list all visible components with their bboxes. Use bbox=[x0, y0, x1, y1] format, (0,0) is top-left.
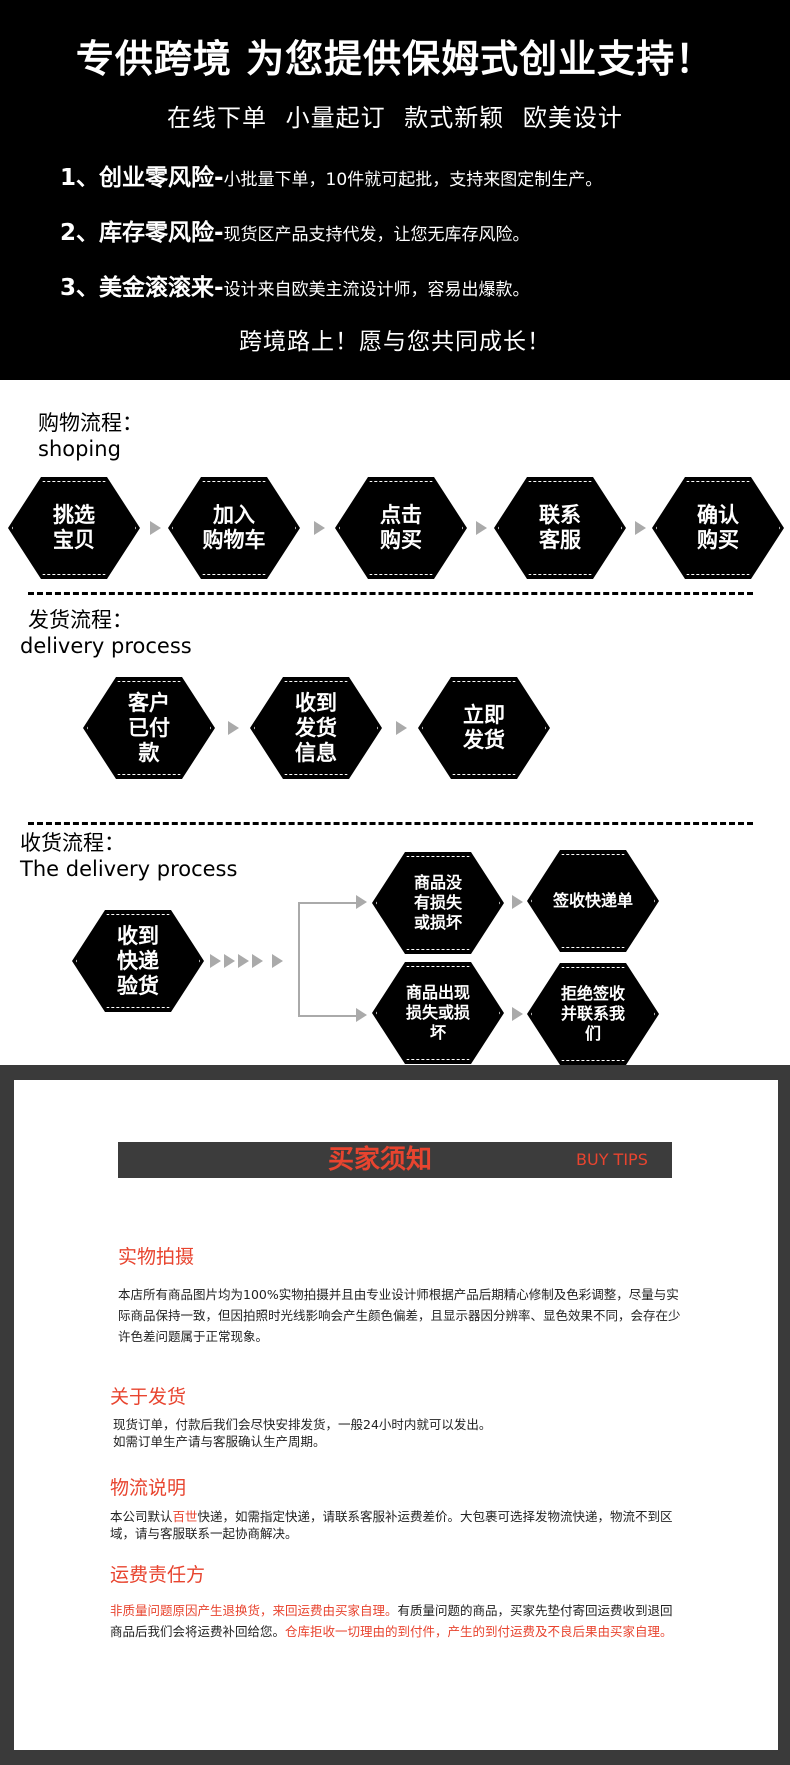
tips-title-bar: 买家须知 BUY TIPS bbox=[118, 1142, 672, 1178]
tips-heading-freight: 运费责任方 bbox=[110, 1564, 206, 1586]
connector-line bbox=[298, 902, 360, 904]
step-label: 加入 购物车 bbox=[202, 503, 266, 552]
shopping-step-4: 联系 客服 bbox=[494, 477, 626, 579]
branch-bad-step: 商品出现 损失或损 坏 bbox=[372, 962, 504, 1064]
item-heading: 库存零风险- bbox=[99, 220, 224, 246]
tips-heading-photo: 实物拍摄 bbox=[118, 1246, 195, 1268]
shopping-step-5: 确认 购买 bbox=[652, 477, 784, 579]
hero-footer: 跨境路上！愿与您共同成长！ bbox=[239, 329, 551, 355]
branch-ok-result: 签收快递单 bbox=[527, 850, 659, 952]
arrow-icon bbox=[314, 521, 325, 535]
step-label: 挑选 宝贝 bbox=[53, 503, 95, 552]
connector-line bbox=[298, 902, 300, 1016]
hero-item-3: 3、美金滚滚来-设计来自欧美主流设计师，容易出爆款。 bbox=[60, 268, 530, 302]
arrow-icon bbox=[356, 1008, 367, 1022]
tips-text-photo: 本店所有商品图片均为100%实物拍摄并且由专业设计师根据产品后期精心修制及色彩调… bbox=[118, 1287, 681, 1344]
item-heading: 美金滚滚来- bbox=[99, 275, 224, 301]
arrow-icon bbox=[396, 721, 407, 735]
tips-text-freight: 非质量问题原因产生退换货，来回运费由买家自理。有质量问题的商品，买家先垫付寄回运… bbox=[110, 1600, 680, 1642]
item-text: 小批量下单，10件就可起批，支持来图定制生产。 bbox=[223, 170, 603, 190]
arrow-icon bbox=[150, 521, 161, 535]
tips-text-shipping: 现货订单，付款后我们会尽快安排发货，一般24小时内就可以发出。 如需订单生产请与… bbox=[113, 1417, 492, 1449]
delivery-label-cn: 发货流程： bbox=[28, 608, 133, 632]
step-label: 商品出现 损失或损 坏 bbox=[405, 983, 470, 1042]
hero-item-2: 2、库存零风险-现货区产品支持代发，让您无库存风险。 bbox=[60, 213, 530, 247]
step-label: 立即 发货 bbox=[463, 703, 505, 752]
freight-text-red-2: 仓库拒收一切理由的到付件，产生的到付运费及不良后果由买家自理。 bbox=[285, 1624, 673, 1639]
receiving-label-cn: 收货流程： bbox=[20, 831, 125, 855]
receiving-label: 收货流程： The delivery process bbox=[20, 830, 237, 882]
tips-title: 买家须知 bbox=[328, 1145, 433, 1175]
hero-banner: 专供跨境 为您提供保姆式创业支持！ 在线下单 小量起订 款式新颖 欧美设计 1、… bbox=[0, 0, 790, 380]
hero-subtitle: 在线下单 小量起订 款式新颖 欧美设计 bbox=[167, 104, 623, 132]
step-label: 签收快递单 bbox=[552, 891, 633, 910]
shopping-step-3: 点击 购买 bbox=[335, 477, 467, 579]
delivery-step-3: 立即 发货 bbox=[418, 677, 550, 779]
arrow-icon bbox=[635, 521, 646, 535]
hero-title: 专供跨境 为您提供保姆式创业支持！ bbox=[75, 37, 715, 81]
step-label: 确认 购买 bbox=[697, 503, 739, 552]
delivery-label-en: delivery process bbox=[20, 634, 192, 658]
shopping-label-en: shoping bbox=[38, 437, 121, 461]
delivery-step-1: 客户 已付 款 bbox=[83, 677, 215, 779]
arrow-icon bbox=[512, 895, 523, 909]
arrow-icon bbox=[356, 895, 367, 909]
freight-text-mid: 有质量问题的商品，买家先垫付寄回运费收到退回商品后我们会将运费补回给您。 bbox=[110, 1603, 673, 1639]
logistics-text-b: 快递，如需指定快递，请联系客服补运费差价。大包裹可选择发物流快递，物流不到区域，… bbox=[110, 1509, 673, 1541]
delivery-step-2: 收到 发货 信息 bbox=[250, 677, 382, 779]
arrow-icon bbox=[224, 954, 235, 968]
freight-text-red-1: 非质量问题原因产生退换货，来回运费由买家自理。 bbox=[110, 1603, 398, 1618]
arrow-icon bbox=[210, 954, 221, 968]
tips-heading-logistics: 物流说明 bbox=[110, 1477, 187, 1499]
item-heading: 创业零风险- bbox=[99, 165, 224, 191]
item-text: 现货区产品支持代发，让您无库存风险。 bbox=[223, 225, 530, 245]
receiving-label-en: The delivery process bbox=[20, 857, 238, 881]
arrow-icon bbox=[238, 954, 249, 968]
tips-panel bbox=[14, 1080, 778, 1750]
tips-text-logistics: 本公司默认百世快递，如需指定快递，请联系客服补运费差价。大包裹可选择发物流快递，… bbox=[110, 1508, 685, 1542]
tips-title-en: BUY TIPS bbox=[576, 1150, 648, 1169]
shopping-label-cn: 购物流程： bbox=[38, 411, 143, 435]
arrow-icon bbox=[476, 521, 487, 535]
tips-heading-shipping: 关于发货 bbox=[110, 1386, 187, 1408]
shopping-label: 购物流程： shoping bbox=[38, 410, 143, 462]
step-label: 点击 购买 bbox=[380, 503, 422, 552]
section-divider bbox=[28, 822, 753, 825]
item-number: 1、 bbox=[60, 165, 100, 191]
step-label: 商品没 有损失 或损坏 bbox=[413, 873, 462, 932]
step-label: 客户 已付 款 bbox=[128, 690, 170, 765]
step-label: 联系 客服 bbox=[539, 503, 581, 552]
arrow-icon bbox=[228, 721, 239, 735]
step-label: 收到 发货 信息 bbox=[295, 690, 337, 765]
branch-bad-result: 拒绝签收 并联系我 们 bbox=[527, 963, 659, 1065]
item-number: 3、 bbox=[60, 275, 100, 301]
connector-line bbox=[298, 1015, 360, 1017]
branch-ok-step: 商品没 有损失 或损坏 bbox=[372, 852, 504, 954]
step-label: 拒绝签收 并联系我 们 bbox=[560, 984, 625, 1043]
step-label: 收到 快递 验货 bbox=[117, 923, 159, 998]
delivery-label: 发货流程： delivery process bbox=[20, 607, 192, 659]
logistics-text-courier: 百世 bbox=[172, 1509, 198, 1524]
shopping-step-2: 加入 购物车 bbox=[168, 477, 300, 579]
arrow-icon bbox=[272, 954, 283, 968]
item-text: 设计来自欧美主流设计师，容易出爆款。 bbox=[223, 280, 530, 300]
logistics-text-a: 本公司默认 bbox=[110, 1509, 173, 1524]
receiving-start-step: 收到 快递 验货 bbox=[72, 910, 204, 1012]
hero-item-1: 1、创业零风险-小批量下单，10件就可起批，支持来图定制生产。 bbox=[60, 158, 602, 192]
arrow-icon bbox=[252, 954, 263, 968]
item-number: 2、 bbox=[60, 220, 100, 246]
arrow-icon bbox=[512, 1007, 523, 1021]
shopping-step-1: 挑选 宝贝 bbox=[8, 477, 140, 579]
section-divider bbox=[28, 592, 753, 595]
